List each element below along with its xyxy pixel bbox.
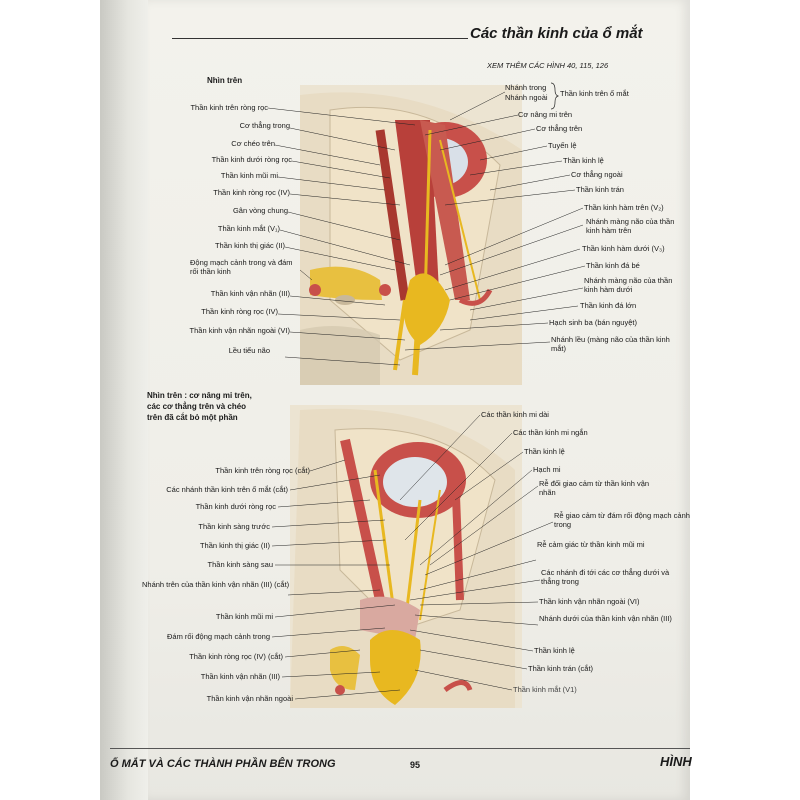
figure-bottom-illustration [290,405,522,708]
label-bottom-left-2: Thần kinh dưới ròng rọc [195,502,276,511]
label-top-left-12: Thần kinh vận nhãn ngoài (VI) [189,326,290,335]
label-top-right-1: Nhánh ngoài [505,93,548,102]
label-top-left-11: Thần kinh ròng rọc (IV) [201,307,278,316]
figure-top-illustration [300,85,522,386]
label-bottom-right-1: Các thần kinh mi ngắn [513,428,588,437]
label-top-left-2: Cơ chéo trên [231,139,275,148]
label-top-right-8: Thần kinh trán [576,185,624,194]
label-bottom-left-1: Các nhánh thần kinh trên ổ mắt (cắt) [166,485,288,494]
label-top-right-16: Nhánh lều (màng não của thần kinh mắt) [551,335,670,353]
label-bottom-right-5: Rễ giao cảm từ đám rối động mạch cảnh tr… [554,511,690,529]
book-spine-shadow [100,0,148,800]
label-top-left-7: Thần kinh mắt (V₁) [217,224,280,233]
label-bottom-left-3: Thần kinh sàng trước [198,522,270,531]
page-title: Các thần kinh của ổ mắt [470,25,643,42]
label-top-left-5: Thần kinh ròng rọc (IV) [213,188,290,197]
label-top-right-4: Cơ thẳng trên [536,124,583,133]
label-top-left-6: Gân vòng chung [232,206,288,215]
label-top-right-10: Nhánh màng não của thần kinh hàm trên [586,217,675,235]
label-bottom-left-7: Thần kinh mũi mi [215,612,273,621]
label-top-right-13: Nhánh màng não của thần kinh hàm dưới [584,276,673,294]
view-label-bottom: Nhìn trên : cơ nâng mi trên, các cơ thẳn… [147,391,252,422]
label-bottom-left-10: Thần kinh vận nhãn (III) [200,672,280,681]
label-top-left-4: Thần kinh mũi mi [220,171,278,180]
label-top-right-7: Cơ thẳng ngoài [571,170,623,179]
label-top-right-15: Hạch sinh ba (bán nguyệt) [549,318,637,327]
label-bottom-left-4: Thần kinh thị giác (II) [199,541,270,550]
background-right [690,0,800,800]
brace [550,82,560,110]
label-top-right-6: Thần kinh lệ [563,156,604,165]
title-rule [172,38,468,39]
label-bottom-right-3: Hạch mi [533,465,561,474]
footer-rule [110,748,690,749]
label-top-left-13: Lều tiểu não [228,346,270,355]
label-top-right-3: Cơ nâng mi trên [518,110,573,119]
label-bottom-left-8: Đám rối động mạch cảnh trong [167,632,270,641]
label-bottom-left-9: Thần kinh ròng rọc (IV) (cắt) [189,652,283,661]
label-bottom-right-6: Rễ cảm giác từ thần kinh mũi mi [537,540,645,549]
label-bottom-right-2: Thần kinh lệ [524,447,565,456]
label-top-left-9: Động mạch cảnh trong và đám rối thần kin… [190,258,293,276]
see-also-note: XEM THÊM CÁC HÌNH 40, 115, 126 [487,61,609,70]
label-bottom-left-11: Thần kinh vận nhãn ngoài [206,694,293,703]
label-top-right-11: Thần kinh hàm dưới (V₃) [582,244,665,253]
footer-figure-label: HÌNH [660,754,692,769]
leader-lines-bottom [271,414,554,700]
label-top-right-2: Thần kinh trên ổ mắt [560,89,629,98]
label-top-right-12: Thần kinh đá bé [586,261,640,270]
page-number: 95 [410,760,421,770]
label-bottom-right-7: Các nhánh đi tới các cơ thẳng dưới và th… [541,568,670,586]
label-top-right-14: Thần kinh đá lớn [580,301,637,310]
label-top-right-5: Tuyến lệ [548,141,577,150]
view-label-top: Nhìn trên [207,76,243,85]
label-bottom-right-4: Rễ đối giao cảm từ thần kinh vận nhãn [539,479,650,497]
label-bottom-right-9: Nhánh dưới của thần kinh vận nhãn (III) [539,614,672,623]
label-bottom-right-8: Thần kinh vận nhãn ngoài (VI) [539,597,640,606]
label-top-left-10: Thần kinh vận nhãn (III) [210,289,290,298]
label-top-left-3: Thần kinh dưới ròng rọc [211,155,292,164]
background-left [0,0,100,800]
footer-section-title: Ổ MẮT VÀ CÁC THÀNH PHẦN BÊN TRONG [110,758,336,770]
label-top-right-9: Thần kinh hàm trên (V₂) [584,203,664,212]
label-bottom-right-12: Thần kinh mắt (V1) [513,685,577,694]
label-bottom-right-11: Thần kinh trán (cắt) [528,664,594,673]
label-top-left-0: Thần kinh trên ròng rọc [190,103,268,112]
leader-lines-top [267,91,586,366]
label-bottom-right-10: Thần kinh lệ [534,646,575,655]
label-bottom-left-0: Thần kinh trên ròng rọc (cắt) [215,466,310,475]
label-top-right-0: Nhánh trong [505,83,547,92]
label-bottom-left-5: Thần kinh sàng sau [207,560,273,569]
label-top-left-1: Cơ thẳng trong [239,121,290,130]
label-bottom-left-6: Nhánh trên của thần kinh vận nhãn (III) … [142,580,290,589]
label-top-left-8: Thần kinh thị giác (II) [214,241,285,250]
label-bottom-right-0: Các thần kinh mi dài [481,410,549,419]
